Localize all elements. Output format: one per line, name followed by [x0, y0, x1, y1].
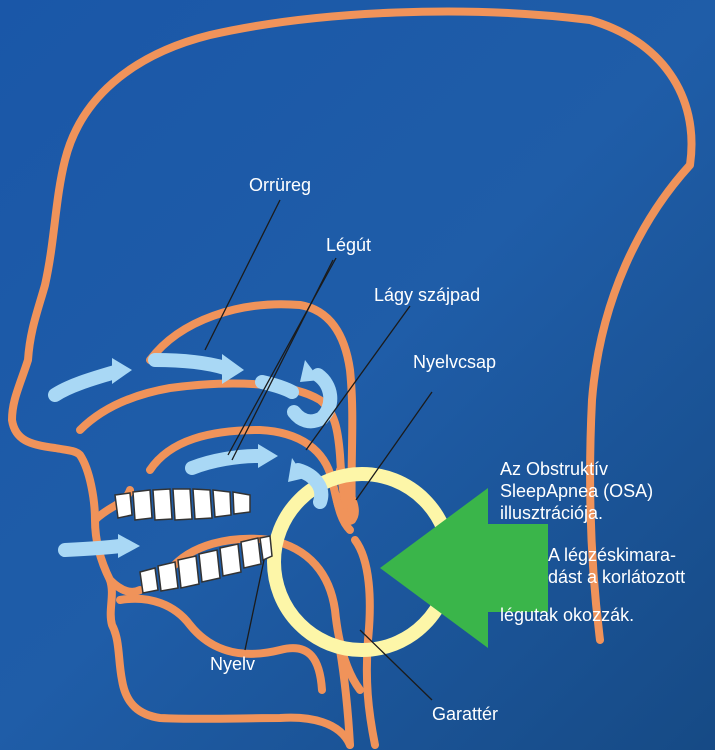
label-nyelvcsap: Nyelvcsap — [413, 352, 496, 372]
leader-nyelv — [245, 560, 264, 650]
airflow-nasal-1 — [155, 360, 225, 368]
osa-description-line-6: légutak okozzák. — [500, 604, 634, 626]
label-orrureg: Orrüreg — [249, 175, 311, 195]
osa-description-line-4: A légzéskimara- — [548, 544, 676, 566]
osa-description-line-1: Az Obstruktív — [500, 458, 608, 480]
osa-description-line-5: dást a korlátozott — [548, 566, 685, 588]
airflow-mouth-1 — [192, 456, 258, 468]
airflow-nose — [55, 372, 115, 395]
tongue-outline — [170, 539, 360, 690]
leader-orrureg — [205, 200, 280, 350]
label-lagy-szajpad: Lágy szájpad — [374, 285, 480, 305]
label-nyelv: Nyelv — [210, 654, 255, 674]
osa-description-line-3: illusztrációja. — [500, 502, 603, 524]
label-garatter: Garattér — [432, 704, 498, 724]
upper-teeth — [115, 489, 250, 520]
osa-description-line-2: SleepApnea (OSA) — [500, 480, 653, 502]
airflow-outside — [65, 546, 120, 550]
label-legut: Légút — [326, 235, 371, 255]
